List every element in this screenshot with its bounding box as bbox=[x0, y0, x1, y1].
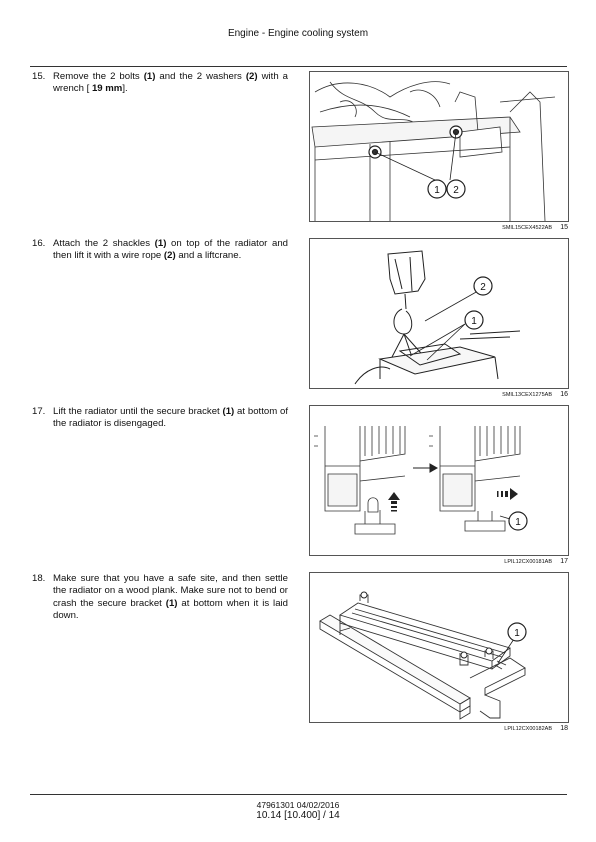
header-rule bbox=[30, 66, 567, 67]
callout-1: 1 bbox=[515, 517, 521, 528]
callout-1: 1 bbox=[434, 185, 440, 196]
step-number: 18. bbox=[32, 573, 46, 584]
page-header: Engine - Engine cooling system bbox=[227, 28, 369, 39]
footer-rule bbox=[30, 794, 567, 795]
figure-code: SMIL13CEX1275AB bbox=[502, 392, 552, 398]
document-reference: 47961301 04/02/2016 bbox=[256, 800, 340, 810]
step-text: Remove the 2 bolts (1) and the 2 washers… bbox=[53, 71, 289, 95]
callout-2: 2 bbox=[480, 282, 486, 293]
figure-code: LPIL12CX00181AB bbox=[504, 559, 552, 565]
callout-1: 1 bbox=[514, 628, 520, 639]
figure-code: SMIL15CEX4522AB bbox=[502, 225, 552, 231]
step-text: Lift the radiator until the secure brack… bbox=[53, 406, 289, 430]
callout-1: 1 bbox=[471, 316, 477, 327]
step-15: 15. Remove the 2 bolts (1) and the 2 was… bbox=[32, 71, 288, 96]
step-text: Attach the 2 shackles (1) on top of the … bbox=[53, 238, 288, 262]
figure-16-illustration: 2 1 bbox=[309, 238, 569, 389]
step-number: 16. bbox=[32, 238, 46, 249]
page-number: 10.14 [10.400] / 14 bbox=[256, 810, 340, 821]
figure-number: 18 bbox=[560, 725, 568, 732]
figure-number: 16 bbox=[560, 391, 568, 398]
step-text: Make sure that you have a safe site, and… bbox=[53, 573, 288, 622]
step-16: 16. Attach the 2 shackles (1) on top of … bbox=[32, 238, 288, 263]
figure-code: LPIL12CX00182AB bbox=[504, 726, 552, 732]
step-17: 17. Lift the radiator until the secure b… bbox=[32, 406, 288, 431]
step-number: 17. bbox=[32, 406, 46, 417]
figure-18-illustration: 1 bbox=[309, 572, 569, 723]
callout-2: 2 bbox=[453, 185, 459, 196]
figure-number: 15 bbox=[560, 224, 568, 231]
figure-number: 17 bbox=[560, 558, 568, 565]
step-18: 18. Make sure that you have a safe site,… bbox=[32, 573, 288, 623]
figure-17-illustration: 1 bbox=[309, 405, 569, 556]
step-number: 15. bbox=[32, 71, 46, 82]
figure-15-illustration: 1 2 bbox=[309, 71, 569, 222]
